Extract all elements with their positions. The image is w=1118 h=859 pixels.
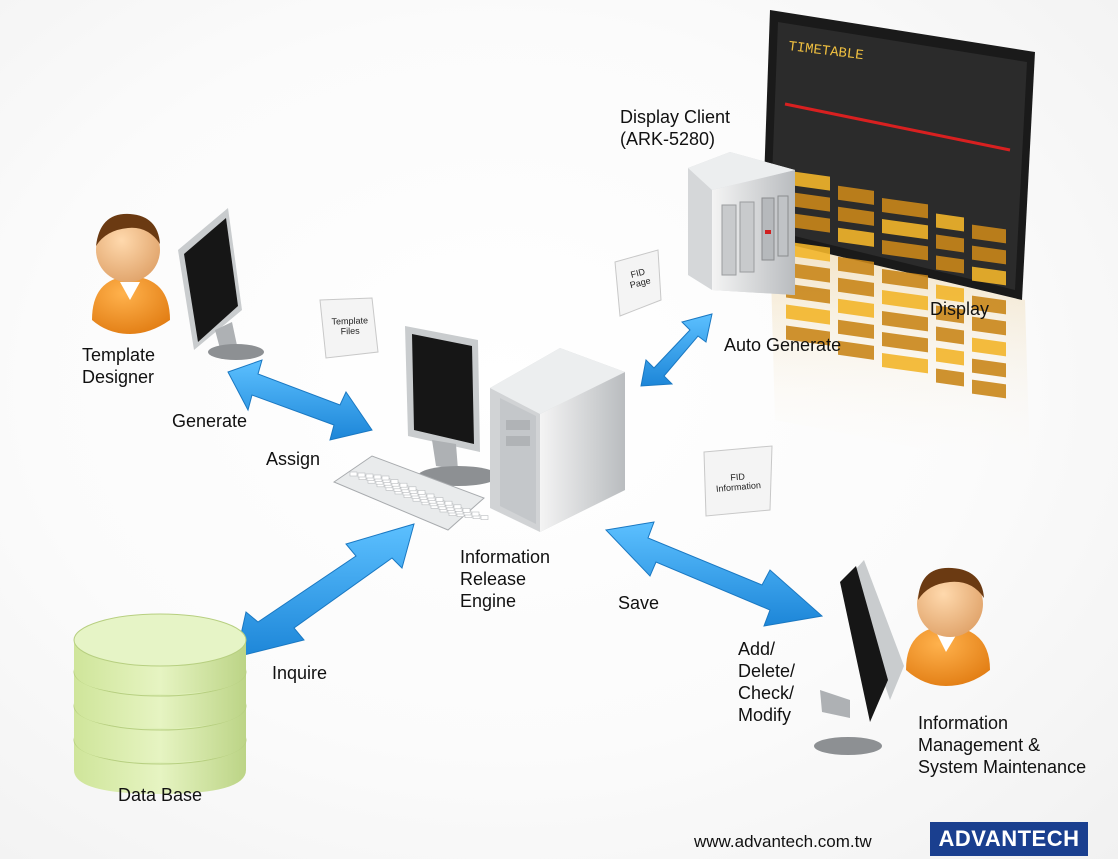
data-base-label: Data Base: [118, 785, 203, 805]
board-cell: [838, 185, 874, 205]
board-cell: [936, 255, 964, 274]
board-cell: [838, 227, 874, 247]
board-cell: [972, 337, 1006, 357]
board-cell: [838, 277, 874, 297]
display-client-box: [688, 152, 795, 295]
board-cell: [972, 379, 1006, 399]
keyboard-key: [373, 474, 382, 480]
keyboard-keys: [349, 471, 489, 520]
board-cell: [882, 289, 928, 311]
fid-page-document: [614, 249, 662, 317]
auto-generate-label: Auto Generate: [724, 335, 842, 355]
display-label: Display: [930, 299, 990, 319]
board-cell: [936, 284, 964, 303]
fid-information-document: [703, 445, 773, 517]
keyboard-key: [390, 479, 399, 484]
add-delete-check-modify-label: Add/ Delete/ Check/ Modify: [738, 639, 796, 725]
keyboard-key: [381, 475, 390, 481]
keyboard-key: [453, 504, 462, 510]
template-designer-monitor: [178, 208, 264, 360]
board-cell: [882, 310, 928, 332]
board-cell: [936, 234, 964, 253]
keyboard-key: [435, 497, 444, 502]
template-designer-label: Template Designer: [82, 345, 156, 387]
save-label: Save: [618, 593, 660, 613]
engine-keyboard: [332, 455, 489, 531]
keyboard-key: [462, 508, 471, 513]
board-cell: [838, 319, 874, 339]
keyboard-key: [399, 482, 408, 488]
board-cell: [882, 197, 928, 219]
info-management-person: [906, 567, 990, 686]
keyboard-key: [365, 473, 374, 479]
database-stack: [73, 613, 247, 794]
board-cell: [786, 191, 830, 212]
board-cell: [882, 239, 928, 261]
template-files-label: Template Files: [331, 315, 369, 337]
board-cell: [882, 352, 928, 374]
board-cell: [786, 325, 830, 346]
keyboard-key: [426, 493, 435, 499]
board-cell: [972, 266, 1006, 286]
board-cell: [882, 331, 928, 353]
board-cell: [936, 368, 964, 387]
board-cell: [786, 262, 830, 283]
board-cell: [838, 206, 874, 226]
generate-assign-arrow: [227, 359, 373, 441]
keyboard-key: [444, 500, 453, 506]
board-cell: [882, 218, 928, 240]
board-cell: [838, 256, 874, 276]
board-cell: [882, 268, 928, 290]
inquire-label: Inquire: [272, 663, 328, 683]
board-cell: [972, 358, 1006, 378]
board-cell: [838, 298, 874, 318]
template-designer-person: [92, 213, 170, 334]
board-cell: [786, 241, 830, 262]
board-cell: [972, 245, 1006, 265]
keyboard-key: [471, 511, 480, 517]
board-cell: [786, 283, 830, 304]
board-cell: [936, 213, 964, 232]
board-divider: [784, 102, 1011, 152]
keyboard-key: [349, 471, 358, 477]
board-cell: [786, 304, 830, 325]
engine-tower: [490, 348, 625, 532]
template-files-document: [319, 297, 379, 359]
engine-monitor: [405, 326, 498, 486]
website-url: www.advantech.com.tw: [694, 832, 872, 851]
engine-label: Information Release Engine: [460, 547, 551, 611]
keyboard-key: [480, 515, 489, 520]
display-reflection: [770, 240, 1030, 470]
display-board: TIMETABLE: [762, 10, 1035, 399]
board-cell: [936, 305, 964, 324]
save-modify-arrow: [604, 521, 824, 627]
keyboard-key: [417, 490, 426, 495]
keyboard-key: [408, 486, 417, 492]
inquire-arrow: [235, 523, 415, 658]
generate-label: Generate: [172, 411, 248, 431]
info-management-label: Information Management & System Maintena…: [918, 713, 1087, 777]
board-cell: [972, 295, 1006, 315]
board-cell: [972, 316, 1006, 336]
board-cell: [936, 347, 964, 366]
board-cell: [786, 170, 830, 191]
board-cell: [936, 326, 964, 345]
display-client-label: Display Client (ARK-5280): [620, 107, 731, 149]
assign-label: Assign: [266, 449, 321, 469]
auto-generate-arrow: [640, 313, 713, 387]
board-cells: [786, 170, 1006, 399]
keyboard-key: [357, 472, 366, 478]
board-cell: [786, 212, 830, 233]
info-management-monitor: [814, 560, 904, 755]
advantech-logo: ADVANTECH: [930, 822, 1088, 856]
board-cell: [972, 224, 1006, 244]
board-cell: [838, 340, 874, 360]
